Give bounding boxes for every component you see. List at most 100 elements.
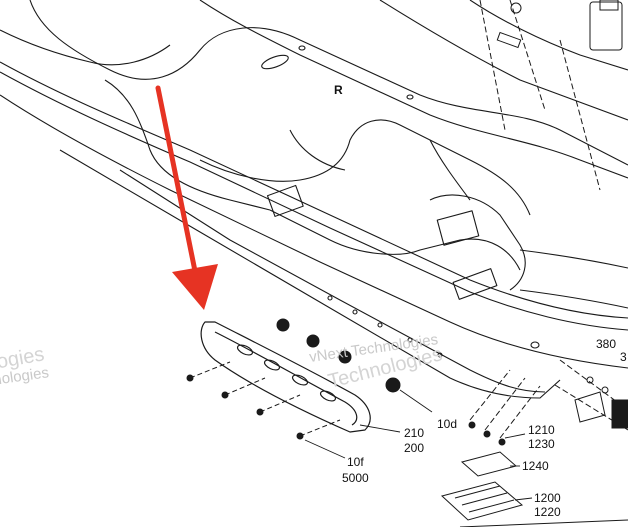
callout-200: 200 — [404, 441, 424, 455]
top-right-hardware — [479, 0, 623, 191]
rear-pod — [429, 194, 526, 291]
red-arrow-head — [172, 264, 218, 310]
grommet — [306, 334, 320, 348]
grommet — [338, 350, 352, 364]
callout-1230: 1230 — [528, 437, 555, 451]
callout-10f: 10f — [347, 455, 364, 469]
side-hole — [352, 309, 358, 315]
screw-guide — [259, 394, 301, 413]
red-arrow-shaft — [155, 85, 199, 279]
side-hole — [437, 352, 443, 358]
bumper-slot — [319, 390, 337, 402]
rear-platform — [519, 249, 628, 309]
leader-10f — [304, 439, 346, 459]
hole-2 — [406, 94, 414, 100]
gasket-plate — [460, 451, 518, 477]
hull-body — [0, 0, 628, 399]
bumper-slot — [263, 359, 281, 371]
bolt — [483, 430, 491, 438]
bumper-inner — [214, 331, 358, 426]
screw-head — [296, 432, 304, 440]
footwell-floor-2 — [269, 209, 521, 271]
footwell-floor — [199, 119, 531, 216]
washer — [601, 386, 609, 394]
bolt — [498, 438, 506, 446]
dash-line — [509, 0, 546, 111]
deck-line-3 — [199, 0, 628, 179]
callout-1220: 1220 — [534, 505, 561, 519]
bracket-1 — [266, 184, 304, 217]
latch-part — [611, 399, 628, 429]
leader-1210 — [504, 433, 526, 439]
callout-1210: 1210 — [528, 423, 555, 437]
deck-line-5 — [469, 0, 628, 71]
footwell-left — [104, 79, 271, 211]
hull-side-bottom — [0, 94, 628, 369]
deck-line-1 — [29, 0, 628, 166]
dash-line — [559, 39, 601, 191]
screw-head — [221, 391, 229, 399]
leader-lines — [304, 389, 533, 501]
grommets — [276, 318, 401, 393]
deck-line-2 — [0, 29, 171, 66]
screw-guide — [224, 377, 266, 396]
bumper-slot — [291, 374, 309, 386]
callout-1200: 1200 — [534, 491, 561, 505]
callout-5000: 5000 — [342, 471, 369, 485]
screw-guide — [189, 361, 231, 379]
grommet — [276, 318, 290, 332]
seat-base — [289, 129, 471, 201]
leader-1200 — [514, 497, 533, 501]
bracket-part — [574, 391, 606, 423]
screw-head — [186, 374, 194, 382]
callout-210: 210 — [404, 426, 424, 440]
clip-part — [496, 31, 522, 49]
side-hole — [407, 337, 413, 343]
leader-10d — [399, 389, 433, 413]
dash-line — [559, 359, 628, 411]
deck-line-4 — [379, 0, 628, 121]
side-hole — [327, 295, 333, 301]
screws — [186, 361, 341, 440]
leader-210 — [359, 424, 401, 433]
side-bumper-part — [200, 321, 371, 433]
drain-oval — [261, 54, 289, 70]
callout-380: 380 — [596, 337, 616, 351]
dash-line — [484, 377, 526, 431]
step-plate — [440, 481, 524, 521]
dash-line — [499, 385, 541, 439]
callout-3: 3 — [620, 350, 627, 364]
lower-right-hardware — [440, 369, 628, 527]
nut — [510, 2, 522, 14]
callout-labels: 380 3 10d 210 200 10f 5000 1210 1230 124… — [342, 337, 627, 519]
watermarks: vNext Technologies Technologies ogies no… — [0, 331, 444, 393]
hull-lower-edge — [59, 149, 561, 399]
bolt — [468, 421, 476, 429]
bumper-outline — [200, 321, 371, 433]
dash-line — [479, 0, 506, 131]
dash-line — [554, 384, 628, 431]
module-box-cap — [599, 0, 619, 11]
callout-10d: 10d — [437, 417, 457, 431]
screw-head — [256, 408, 264, 416]
bracket-3 — [452, 268, 498, 300]
hole-3 — [530, 341, 540, 349]
red-arrow — [155, 85, 218, 310]
side-hole — [377, 322, 383, 328]
hull-rim-inner — [0, 71, 628, 331]
step-plate-ribs — [454, 485, 515, 513]
hull-keel-line — [119, 169, 546, 393]
bumper-slot — [236, 344, 254, 356]
hull-outer-rim — [0, 61, 628, 319]
hull-letter: R — [334, 83, 343, 97]
screw-guide — [299, 419, 341, 437]
bracket-2 — [436, 210, 480, 246]
lower-edge-part — [459, 519, 628, 527]
hole-1 — [298, 45, 306, 51]
grommet — [385, 377, 401, 393]
washer — [586, 376, 594, 384]
module-box — [589, 1, 623, 51]
callout-1240: 1240 — [522, 459, 549, 473]
right-edge-hardware — [554, 359, 628, 431]
